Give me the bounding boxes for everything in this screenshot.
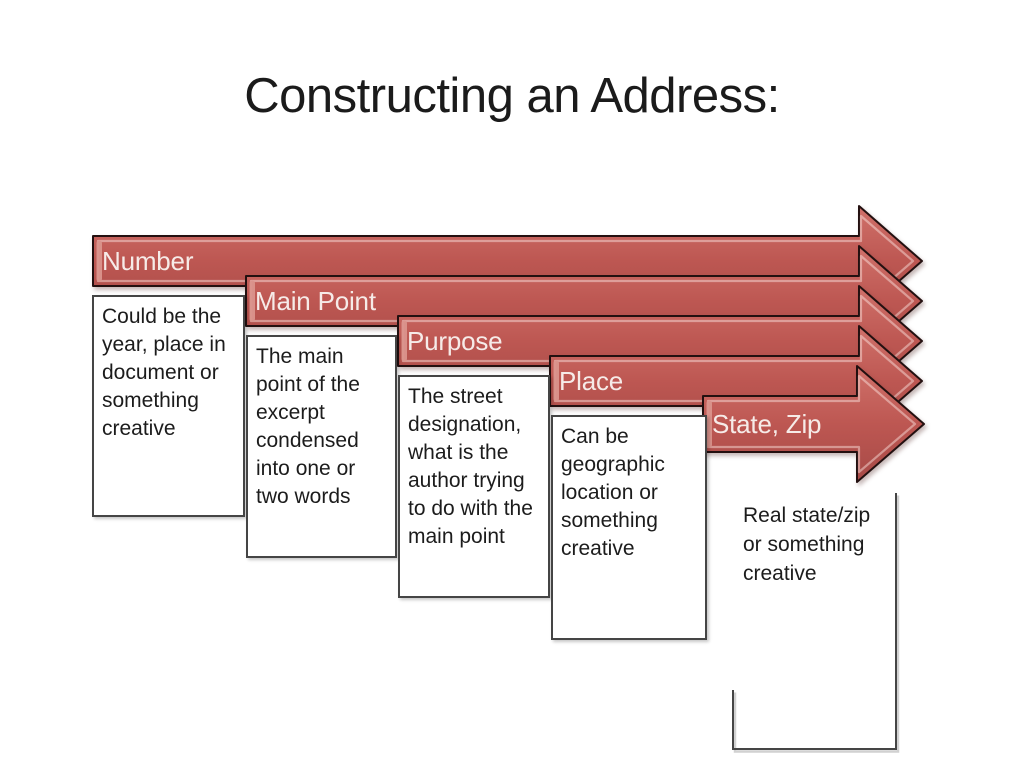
arrow-label-state-zip: State, Zip (712, 408, 822, 439)
state-zip-box-border-shadow (733, 495, 900, 753)
desc-box-state-zip: Real state/zip or something creative (743, 504, 871, 585)
desc-box-purpose: The street designation, what is the auth… (398, 375, 550, 598)
arrow-label-place: Place (559, 365, 624, 396)
desc-box-main-point: The main point of the excerpt condensed … (246, 335, 397, 558)
desc-box-place: Can be geographic location or something … (551, 415, 707, 640)
desc-box-number: Could be the year, place in document or … (92, 295, 245, 517)
arrow-label-purpose: Purpose (407, 325, 503, 356)
state-zip-box-border (732, 493, 897, 750)
slide-title: Constructing an Address: (244, 69, 780, 123)
arrow-label-number: Number (102, 245, 194, 276)
arrow-label-main-point: Main Point (255, 285, 376, 316)
arrow-shape-state-zip (702, 365, 925, 483)
